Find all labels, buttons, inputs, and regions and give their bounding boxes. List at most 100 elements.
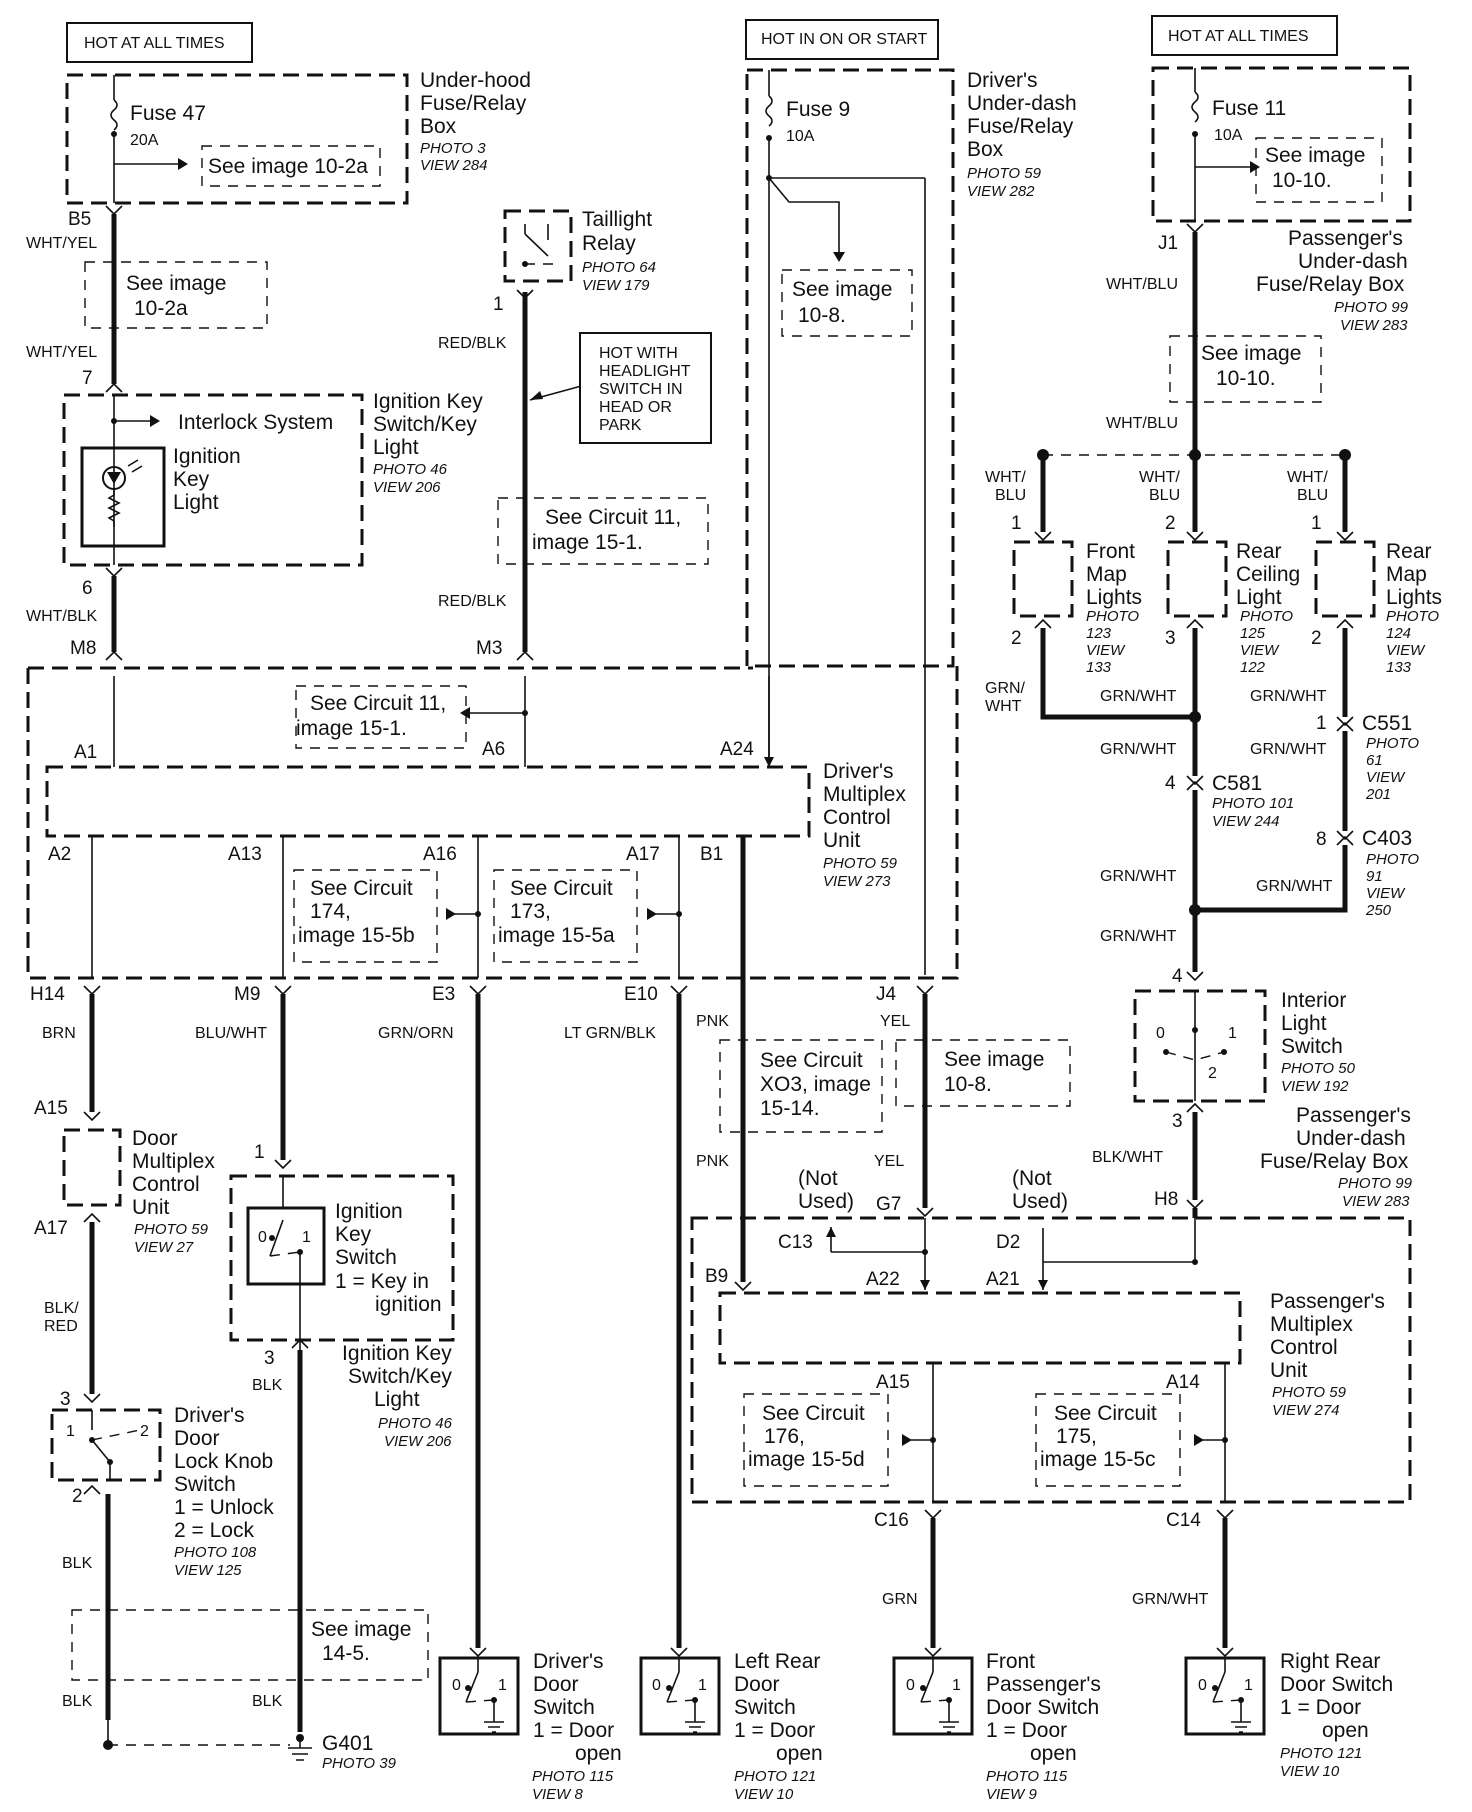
svg-text:BLK/WHT: BLK/WHT (1092, 1149, 1163, 1166)
svg-text:PNK: PNK (696, 1013, 729, 1030)
svg-text:C551: C551 (1362, 712, 1412, 735)
svg-text:Rear: Rear (1386, 540, 1432, 563)
svg-text:1 = Door: 1 = Door (1280, 1696, 1361, 1719)
svg-text:open: open (1030, 1742, 1077, 1765)
left-rear-door-switch: 0 1 Left Rear Door Switch 1 = Door open … (639, 1650, 823, 1803)
svg-text:VIEW 244: VIEW 244 (1212, 813, 1280, 830)
svg-text:PHOTO: PHOTO (1240, 608, 1293, 625)
svg-text:14-5.: 14-5. (322, 1642, 370, 1665)
wire-lt-grn-blk: E10 LT GRN/BLK (564, 984, 688, 1658)
svg-text:1 = Unlock: 1 = Unlock (174, 1496, 274, 1519)
front-map-lights: 1 2 Front Map Lights PHOTO 123 VIEW 133 (1011, 513, 1142, 676)
svg-text:PHOTO 115: PHOTO 115 (986, 1768, 1068, 1785)
svg-text:PHOTO: PHOTO (1086, 608, 1139, 625)
svg-text:GRN/WHT: GRN/WHT (1250, 741, 1327, 758)
svg-text:D2: D2 (996, 1232, 1020, 1253)
svg-text:Used): Used) (1012, 1190, 1068, 1213)
svg-text:1: 1 (1311, 513, 1322, 534)
svg-text:123: 123 (1086, 625, 1112, 642)
svg-text:See Circuit: See Circuit (510, 877, 613, 900)
svg-text:10-2a: 10-2a (134, 297, 188, 320)
svg-text:VIEW 9: VIEW 9 (986, 1786, 1038, 1803)
wire-yel: J4 YEL See image 10-8. YEL G7 (Not Used)… (798, 984, 1071, 1218)
svg-text:Multiplex: Multiplex (132, 1150, 215, 1173)
door-multiplex-control-unit: Door Multiplex Control Unit PHOTO 59 VIE… (34, 1127, 215, 1410)
fuse-47-rating: 20A (130, 132, 159, 149)
wire-pnk: PNK PNK See Circuit XO3, image 15-14. B9 (696, 978, 883, 1292)
svg-text:Driver's: Driver's (174, 1404, 245, 1427)
svg-text:YEL: YEL (880, 1013, 910, 1030)
svg-text:XO3, image: XO3, image (760, 1073, 871, 1096)
svg-text:See Circuit: See Circuit (1054, 1402, 1157, 1425)
svg-text:Switch: Switch (174, 1473, 236, 1496)
svg-text:Front: Front (986, 1650, 1035, 1673)
svg-text:Unit: Unit (1270, 1359, 1308, 1382)
svg-text:B1: B1 (700, 844, 723, 865)
svg-text:VIEW 179: VIEW 179 (582, 277, 650, 294)
svg-text:BLK/: BLK/ (44, 1300, 79, 1317)
svg-text:B9: B9 (705, 1266, 728, 1287)
svg-text:A17: A17 (34, 1218, 68, 1239)
svg-text:Passenger's: Passenger's (1270, 1290, 1385, 1313)
interior-light-switch: 4 0 1 2 Interior Light Switch PHOTO 50 V… (1092, 966, 1413, 1210)
svg-text:0: 0 (906, 1677, 915, 1694)
svg-text:RED/BLK: RED/BLK (438, 335, 507, 352)
header-hot-at-all-times-right: HOT AT ALL TIMES (1151, 15, 1338, 56)
svg-text:PHOTO 121: PHOTO 121 (1280, 1745, 1362, 1762)
svg-text:GRN/WHT: GRN/WHT (1256, 878, 1333, 895)
svg-text:2 = Lock: 2 = Lock (174, 1519, 254, 1542)
svg-text:BLK: BLK (62, 1555, 93, 1572)
svg-text:A6: A6 (482, 739, 505, 760)
svg-text:0: 0 (1198, 1677, 1207, 1694)
svg-text:Control: Control (823, 806, 891, 829)
svg-text:Light: Light (374, 1388, 420, 1411)
svg-text:See Circuit 11,: See Circuit 11, (545, 506, 681, 529)
svg-text:See Circuit: See Circuit (762, 1402, 865, 1425)
svg-text:Passenger's: Passenger's (1296, 1104, 1411, 1127)
svg-text:173,: 173, (510, 900, 551, 923)
svg-text:WHT/: WHT/ (1287, 469, 1328, 486)
svg-text:Under-hood: Under-hood (420, 69, 531, 92)
svg-text:Switch: Switch (335, 1246, 397, 1269)
svg-text:(Not: (Not (798, 1167, 838, 1190)
svg-text:A16: A16 (423, 844, 457, 865)
svg-text:250: 250 (1365, 902, 1392, 919)
svg-text:Fuse/Relay: Fuse/Relay (420, 92, 527, 115)
wire-wht-blu: J1 WHT/BLU See image 10-10. WHT/BLU WHT/… (985, 223, 1351, 532)
svg-text:Under-dash: Under-dash (1298, 250, 1408, 273)
fuse-9-label: Fuse 9 (786, 98, 850, 121)
svg-text:BRN: BRN (42, 1025, 76, 1042)
svg-text:VIEW 283: VIEW 283 (1340, 317, 1408, 334)
svg-text:BLU: BLU (995, 487, 1026, 504)
driver-multiplex-control-unit: A1 A6 A24 A2 A13 A16 A17 B1 Driver's Mul… (26, 666, 959, 980)
svg-text:Multiplex: Multiplex (823, 783, 906, 806)
driver-underdash-fuse-relay-box: See image 10-8. Fuse 9 10A Driver's Unde… (745, 68, 1077, 975)
svg-text:Ceiling: Ceiling (1236, 563, 1300, 586)
svg-text:See Circuit 11,: See Circuit 11, (310, 692, 446, 715)
svg-text:PHOTO 59: PHOTO 59 (1272, 1384, 1347, 1401)
svg-text:(Not: (Not (1012, 1167, 1052, 1190)
svg-text:PHOTO: PHOTO (1366, 735, 1419, 752)
svg-text:3: 3 (1172, 1111, 1183, 1132)
svg-text:C16: C16 (874, 1510, 909, 1531)
svg-text:PHOTO 108: PHOTO 108 (174, 1544, 257, 1561)
svg-text:Lock Knob: Lock Knob (174, 1450, 273, 1473)
svg-text:Passenger's: Passenger's (1288, 227, 1403, 250)
svg-text:PHOTO 46: PHOTO 46 (378, 1415, 453, 1432)
svg-text:10-8.: 10-8. (798, 304, 846, 327)
svg-text:Box: Box (420, 115, 457, 138)
svg-text:See image 10-2a: See image 10-2a (208, 155, 368, 178)
svg-text:Switch: Switch (1281, 1035, 1343, 1058)
svg-text:Map: Map (1386, 563, 1427, 586)
svg-text:E3: E3 (432, 984, 455, 1005)
svg-text:VIEW 273: VIEW 273 (823, 873, 891, 890)
svg-text:Light: Light (1236, 586, 1282, 609)
svg-text:HEADLIGHT: HEADLIGHT (599, 363, 691, 380)
svg-text:Unit: Unit (132, 1196, 170, 1219)
g401-label: G401 (322, 1732, 373, 1755)
svg-text:10-10.: 10-10. (1216, 367, 1276, 390)
svg-text:C403: C403 (1362, 827, 1412, 850)
svg-text:J1: J1 (1158, 233, 1178, 254)
svg-text:10A: 10A (786, 128, 815, 145)
svg-text:Light: Light (173, 491, 219, 514)
